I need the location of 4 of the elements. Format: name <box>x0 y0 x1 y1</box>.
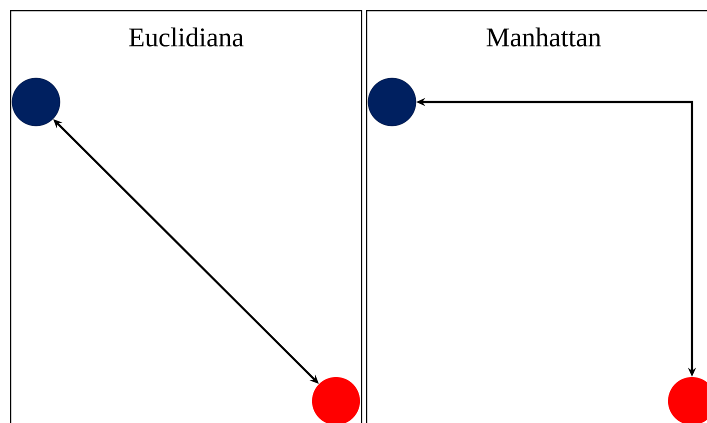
circle-marker <box>368 78 416 126</box>
circle-marker <box>12 78 60 126</box>
panel: Manhattan <box>366 10 707 423</box>
panel: Euclidiana <box>10 10 362 423</box>
